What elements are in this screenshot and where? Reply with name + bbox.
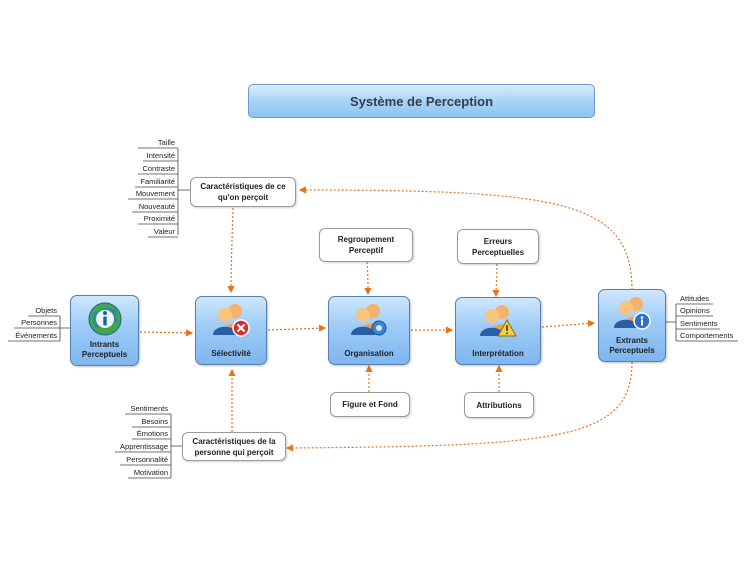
node-extrants[interactable]: Extrants Perceptuels [598, 289, 666, 362]
leaf-taille: Taille [157, 138, 175, 147]
leaf-motivation: Motivation [133, 468, 168, 477]
connector-interpretation-extrants [541, 319, 596, 328]
connector-regroupement-organisation [364, 261, 372, 296]
leaf-personnes: Personnes [21, 318, 57, 327]
node-interpretation-label: Interprétation [472, 349, 524, 358]
leaf-contraste: Contraste [142, 164, 175, 173]
box-carac-personne[interactable]: Caractéristiques de la personne qui perç… [182, 432, 286, 461]
leaf-intensite: Intensité [146, 151, 175, 160]
leaf-proximite: Proximité [143, 214, 175, 223]
leaf-valeur: Valeur [153, 227, 175, 236]
node-intrants-label: Intrants Perceptuels [81, 340, 128, 359]
node-organisation[interactable]: Organisation [328, 296, 410, 365]
leaf-nouveaute: Nouveauté [138, 202, 175, 211]
connector-carac-percu-selectivite [227, 207, 235, 294]
info-globe-icon [88, 302, 121, 336]
leaf-sentiments-personne: Sentiments [130, 404, 168, 413]
leaf-personnalite: Personnalité [126, 455, 168, 464]
leaf-objets: Objets [35, 306, 57, 315]
users-gear-icon [351, 304, 387, 336]
users-delete-icon [213, 304, 250, 337]
node-interpretation[interactable]: Interprétation [455, 297, 541, 365]
leaf-evenements: Événements [15, 331, 57, 340]
leaf-mouvement: Mouvement [135, 189, 175, 198]
diagram-title: Système de Perception [248, 84, 595, 118]
users-info-icon [614, 297, 651, 330]
box-attributions[interactable]: Attributions [464, 392, 534, 418]
node-organisation-label: Organisation [344, 349, 394, 358]
leaf-emotions: Émotions [136, 429, 168, 438]
box-figure-fond[interactable]: Figure et Fond [330, 392, 410, 417]
connector-extrants-carac-percu [298, 186, 633, 291]
box-regroupement[interactable]: Regroupement Perceptif [319, 228, 413, 262]
box-carac-percu[interactable]: Caractéristiques de ce qu'on perçoit [190, 177, 296, 207]
node-selectivite[interactable]: Sélectivité [195, 296, 267, 365]
node-extrants-label: Extrants Perceptuels [609, 336, 655, 355]
node-selectivite-label: Sélectivité [211, 349, 251, 358]
connector-selectivite-organisation [267, 324, 327, 332]
box-erreurs[interactable]: Erreurs Perceptuelles [457, 229, 539, 264]
leaf-sentiments-extrants: Sentiments [680, 319, 718, 328]
leaf-familiarite: Familiarité [140, 177, 175, 186]
connector-erreurs-interpretation [492, 263, 500, 298]
users-warning-icon [480, 305, 517, 337]
leaf-attitudes: Attitudes [680, 294, 710, 303]
connector-intrants-selectivite [139, 329, 194, 337]
leaf-besoins: Besoins [141, 417, 168, 426]
node-intrants[interactable]: Intrants Perceptuels [70, 295, 139, 366]
leaf-opinions: Opinions [680, 306, 710, 315]
connector-extrants-carac-personne [285, 361, 633, 452]
leaf-comportements: Comportements [680, 331, 734, 340]
leaf-apprentissage: Apprentissage [120, 442, 168, 451]
